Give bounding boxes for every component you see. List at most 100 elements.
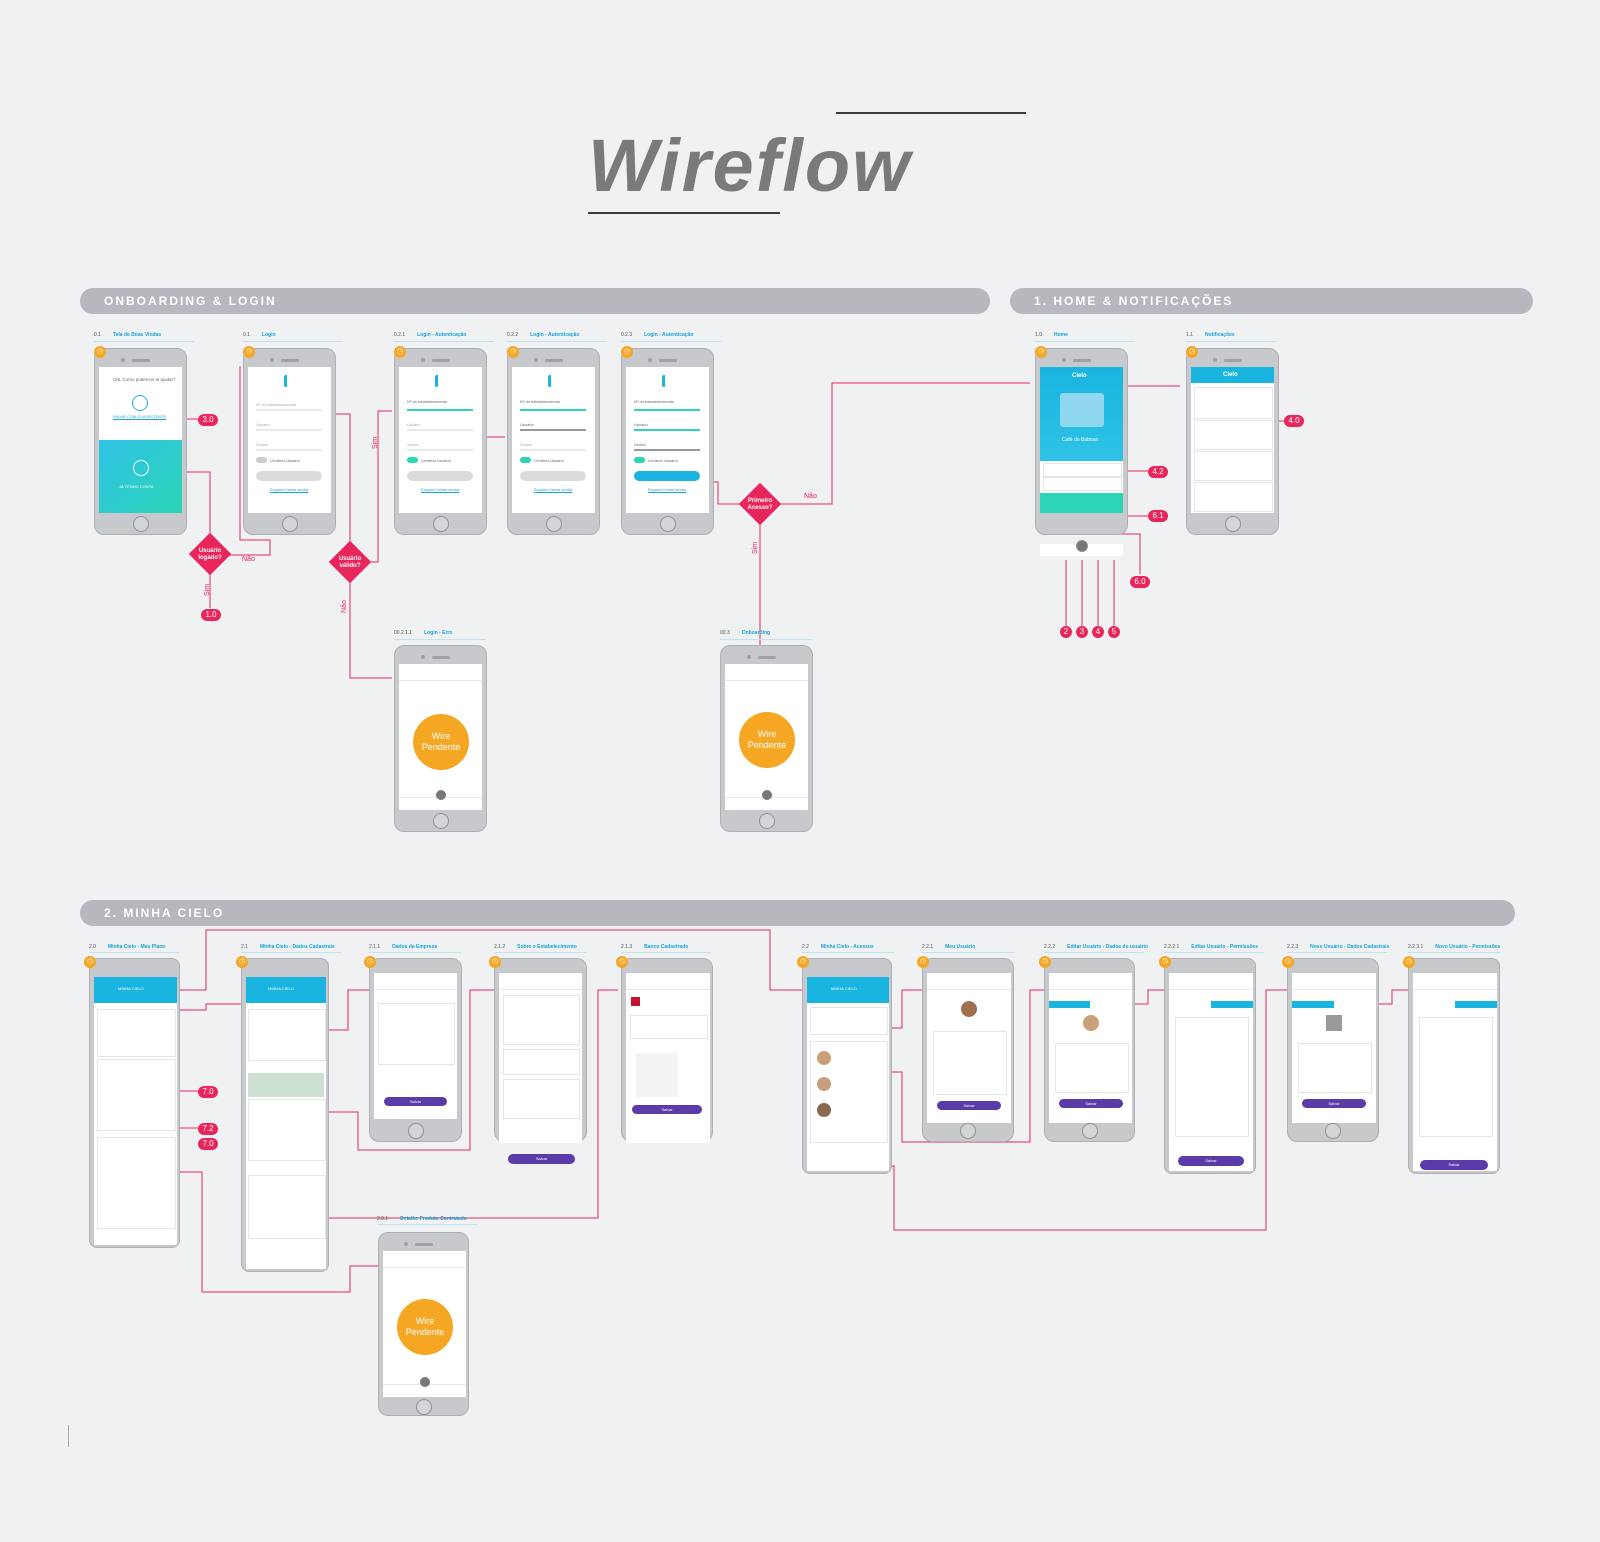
bank-logo (631, 997, 640, 1006)
annotation-icon: ◷ (243, 346, 255, 358)
ref-pin[interactable]: 5 (1108, 626, 1120, 638)
ref-pin[interactable]: 7.0 (198, 1138, 218, 1150)
section-onboarding: ONBOARDING & LOGIN (80, 288, 990, 314)
ref-pin[interactable]: 6.0 (1130, 576, 1150, 588)
phone-editar-permissoes[interactable] (1164, 958, 1256, 1174)
annotation-icon: ◷ (797, 956, 809, 968)
salvar-button[interactable]: Salvar (508, 1154, 575, 1164)
salvar-button[interactable]: Salvar (1059, 1099, 1123, 1108)
edge-label-sim: Sim (204, 583, 211, 596)
falar-link[interactable]: FALAR COM O ASSISTENTE (113, 414, 167, 419)
phone-auth-1[interactable]: Nº do estabelecimento Usuário Senha Lemb… (394, 348, 487, 535)
phone-novo-permissoes[interactable] (1408, 958, 1500, 1174)
edge-label-nao: Não (242, 556, 255, 563)
title-rule-bottom (588, 212, 780, 214)
ref-pin[interactable]: 4.2 (1148, 466, 1168, 478)
phone-onboarding[interactable]: Wire Pendente (720, 645, 813, 832)
phone-editar-usuario[interactable]: Salvar (1044, 958, 1135, 1142)
annotation-icon: ◷ (616, 956, 628, 968)
ref-pin[interactable]: 3 (1076, 626, 1088, 638)
avatar (817, 1103, 831, 1117)
annotation-icon: ◷ (507, 346, 519, 358)
phone-auth-3[interactable]: Nº do estabelecimento Usuário Senha Lemb… (621, 348, 714, 535)
ref-pin[interactable]: 7.0 (198, 1086, 218, 1098)
annotation-icon: ◷ (1282, 956, 1294, 968)
phone-meu-plano[interactable]: MINHA CIELO (89, 958, 180, 1248)
annotation-icon: ◷ (1159, 956, 1171, 968)
salvar-button[interactable]: Salvar (632, 1105, 702, 1114)
ref-pin[interactable]: 4.0 (1284, 415, 1304, 427)
ref-pin[interactable]: 2 (1060, 626, 1072, 638)
avatar (961, 1001, 977, 1017)
edge-label-sim: Sim (372, 436, 379, 449)
entrar-button[interactable] (634, 471, 700, 481)
phone-detalhe-produto[interactable]: Wire Pendente (378, 1232, 469, 1416)
section-minha-cielo: 2. MINHA CIELO (80, 900, 1515, 926)
phone-welcome[interactable]: Olá. Como podemos te ajudar? FALAR COM O… (94, 348, 187, 535)
page-title: Wireflow (588, 124, 912, 207)
decision-logged-label: Usuário logado? (198, 548, 222, 561)
ref-pin[interactable]: 6.1 (1148, 510, 1168, 522)
ref-pin[interactable]: 4 (1092, 626, 1104, 638)
page-rule (68, 1425, 69, 1447)
edge-label-nao: Não (804, 493, 817, 500)
annotation-icon: ◷ (94, 346, 106, 358)
wire-pending: Wire Pendente (413, 714, 469, 770)
annotation-icon: ◷ (236, 956, 248, 968)
annotation-icon: ◷ (1039, 956, 1051, 968)
salvar-button[interactable]: Salvar (384, 1097, 447, 1106)
phone-login[interactable]: Nº do estabelecimento Usuário Senha Lemb… (243, 348, 336, 535)
annotation-icon: ◷ (84, 956, 96, 968)
annotation-icon: ◷ (917, 956, 929, 968)
section-home: 1. HOME & NOTIFICAÇÕES (1010, 288, 1533, 314)
phone-dados-cadastrais[interactable]: MINHA CIELO (241, 958, 329, 1272)
edge-label-sim: Sim (752, 541, 759, 554)
avatar (817, 1077, 831, 1091)
phone-home[interactable]: Cielo Café do Batman (1035, 348, 1128, 556)
annotation-icon: ◷ (1186, 346, 1198, 358)
avatar (1083, 1015, 1099, 1031)
logo-icon (284, 375, 297, 387)
phone-sobre-estab[interactable] (494, 958, 587, 1143)
ref-pin[interactable]: 7.2 (198, 1123, 218, 1135)
decision-first-access-label: Primeiro Acesso? (747, 498, 773, 511)
phone-meu-usuario[interactable]: Salvar (922, 958, 1014, 1142)
phone-acessos[interactable]: MINHA CIELO (802, 958, 892, 1174)
ref-pin[interactable]: 1.0 (201, 609, 221, 621)
wire-pending: Wire Pendente (397, 1299, 453, 1355)
ref-pin[interactable]: 3.0 (198, 414, 218, 426)
decision-valid-label: Usuário válido? (338, 556, 362, 569)
avatar (817, 1051, 831, 1065)
salvar-button[interactable]: Salvar (1178, 1156, 1244, 1166)
salvar-button[interactable]: Salvar (1420, 1160, 1488, 1170)
phone-auth-2[interactable]: Nº do estabelecimento Usuário Senha Lemb… (507, 348, 600, 535)
title-rule-top (836, 112, 1026, 114)
phone-login-error[interactable]: Wire Pendente (394, 645, 487, 832)
phone-dados-empresa[interactable]: Salvar (369, 958, 462, 1142)
avatar-placeholder (1326, 1015, 1342, 1031)
salvar-button[interactable]: Salvar (937, 1101, 1001, 1110)
phone-notifications[interactable]: Cielo (1186, 348, 1279, 535)
annotation-icon: ◷ (489, 956, 501, 968)
phone-novo-usuario[interactable]: Salvar (1287, 958, 1379, 1142)
wireflow-title: Wireflow (588, 110, 1028, 220)
wire-pending: Wire Pendente (739, 712, 795, 768)
phone-banco-cadastrado[interactable]: Salvar (621, 958, 713, 1143)
salvar-button[interactable]: Salvar (1302, 1099, 1366, 1108)
